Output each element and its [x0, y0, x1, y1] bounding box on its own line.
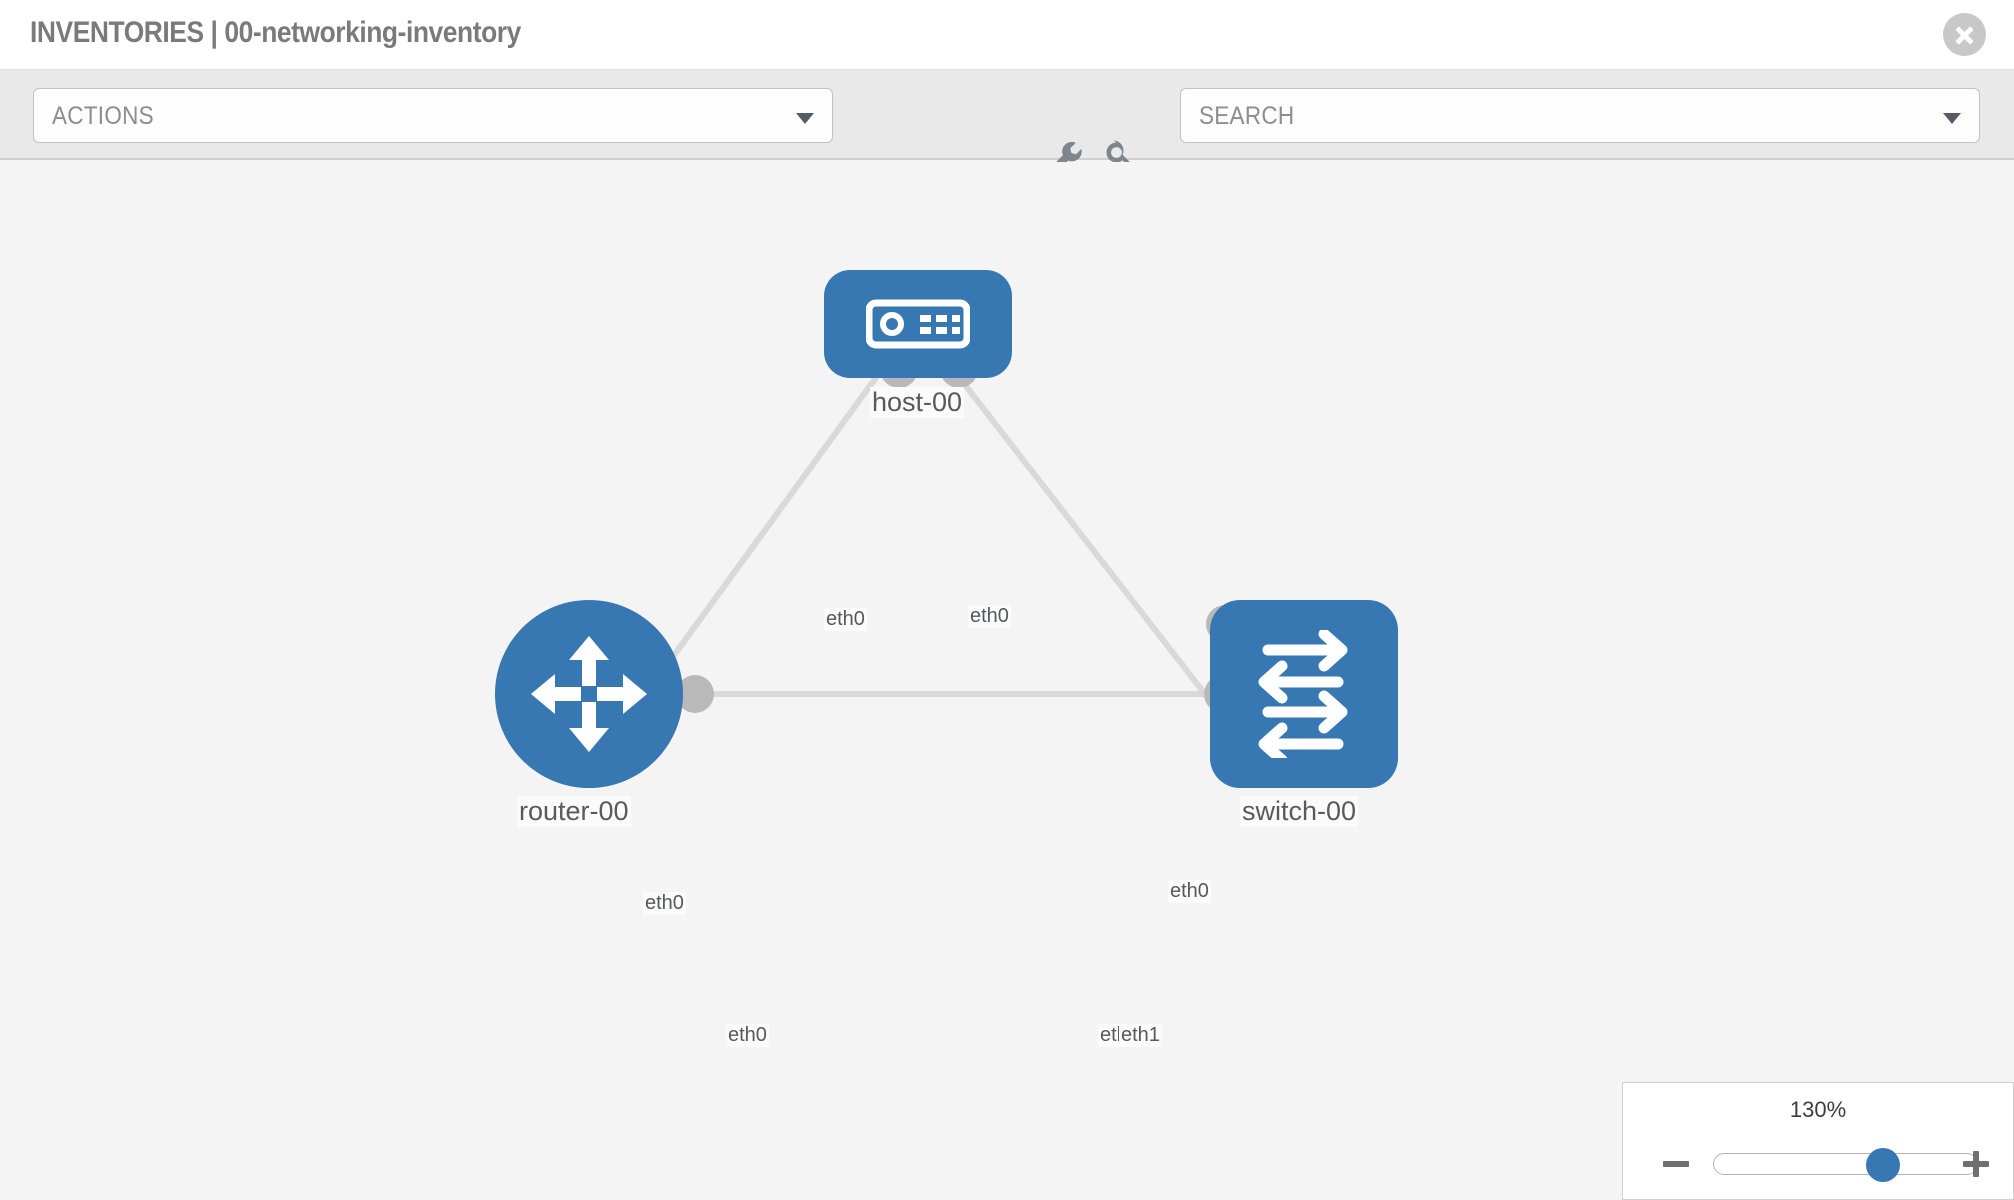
actions-dropdown-label: ACTIONS — [52, 102, 154, 130]
close-icon[interactable] — [1943, 13, 1986, 56]
actions-dropdown[interactable]: ACTIONS — [33, 88, 833, 143]
node-router-00-label: router-00 — [517, 796, 631, 827]
topology-links — [637, 370, 1218, 709]
zoom-control-panel: 130% — [1622, 1082, 2014, 1200]
node-host-00[interactable]: host-00 — [824, 270, 1012, 418]
zoom-out-button[interactable] — [1661, 1149, 1691, 1179]
node-host-00-label: host-00 — [870, 387, 965, 418]
page-title: INVENTORIES | 00-networking-inventory — [30, 16, 521, 49]
port-label-host-eth0-right: eth0 — [968, 605, 1011, 628]
node-switch-00-label: switch-00 — [1240, 796, 1359, 827]
page-header: INVENTORIES | 00-networking-inventory — [0, 0, 2014, 70]
zoom-level-label: 130% — [1789, 1097, 1847, 1122]
link-host-router — [637, 370, 883, 704]
port-label-switch-eth0-up: eth0 — [1168, 880, 1211, 903]
port-label-host-eth0-left: eth0 — [824, 608, 867, 631]
link-host-switch — [952, 370, 1218, 709]
toolbar: ACTIONS SEARCH — [0, 70, 2014, 175]
node-host-00-shape — [824, 270, 1012, 378]
router-icon — [531, 636, 647, 752]
server-icon — [866, 299, 970, 349]
node-router-00-shape — [495, 600, 683, 788]
search-placeholder: SEARCH — [1199, 102, 1295, 130]
port-label-switch-eth1: eth1 — [1119, 1024, 1162, 1047]
node-router-00[interactable]: router-00 — [495, 600, 683, 827]
port-label-router-eth0-up: eth0 — [643, 892, 686, 915]
topology-canvas[interactable]: host-00 router-00 switch-00 eth0 — [0, 162, 2014, 1200]
zoom-slider-track[interactable] — [1713, 1148, 1978, 1182]
node-switch-00-shape — [1210, 600, 1398, 788]
node-switch-00[interactable]: switch-00 — [1210, 600, 1398, 827]
search-input[interactable]: SEARCH — [1180, 88, 1980, 143]
chevron-down-icon — [1943, 113, 1961, 124]
zoom-in-button[interactable] — [1961, 1149, 1991, 1179]
zoom-slider-thumb[interactable] — [1866, 1148, 1901, 1182]
switch-icon — [1258, 630, 1348, 758]
port-label-router-eth0: eth0 — [726, 1024, 769, 1047]
chevron-down-icon — [796, 113, 814, 124]
